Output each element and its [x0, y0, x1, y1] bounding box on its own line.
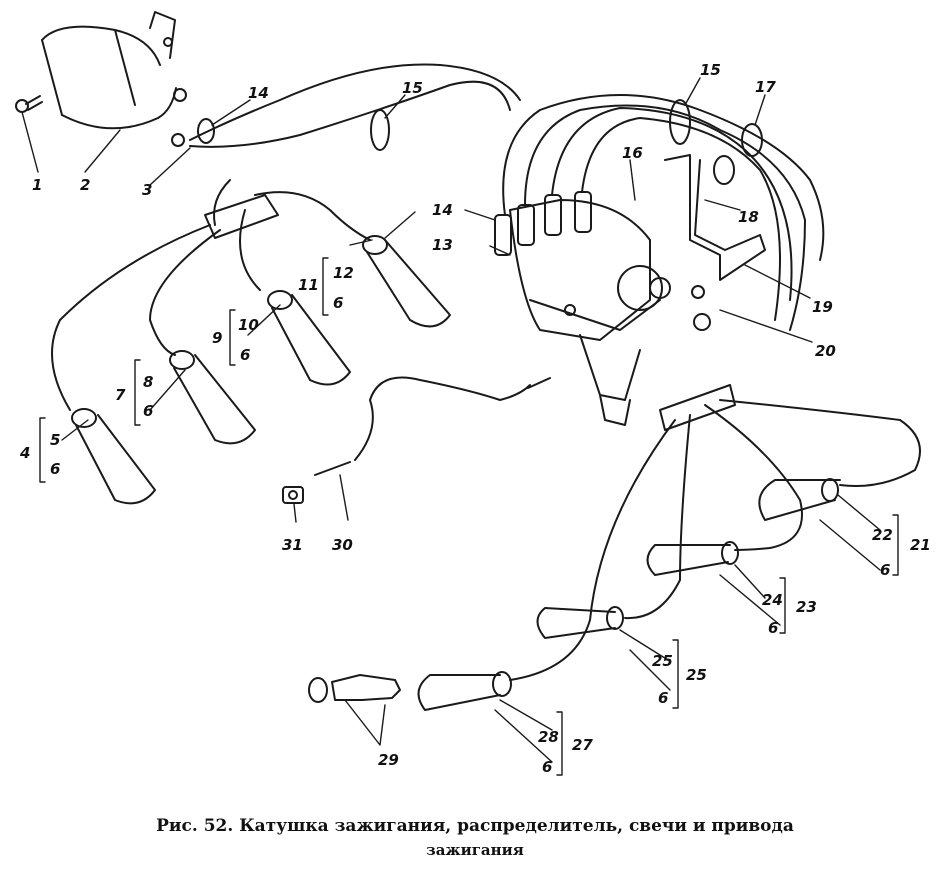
label-1: 1 [32, 176, 42, 194]
label-25-cap: 25 [652, 652, 673, 670]
label-6-cap5: 6 [50, 460, 60, 478]
harness-right-a [719, 399, 921, 487]
label-brackets [39, 257, 899, 776]
label-17: 17 [755, 78, 776, 96]
plug-cap-24 [646, 541, 739, 576]
label-6-cap28: 6 [542, 758, 552, 776]
label-6-cap10: 6 [240, 346, 250, 364]
part-labels: 1 2 3 14 15 15 17 16 18 14 13 19 20 11 1… [19, 61, 931, 776]
label-6-cap12: 6 [333, 294, 343, 312]
label-6-cap8: 6 [143, 402, 153, 420]
label-6-cap25: 6 [658, 689, 668, 707]
label-18: 18 [738, 208, 759, 226]
distributor-lead-c [551, 107, 793, 301]
distributor-lead-a [502, 94, 825, 261]
ignition-coil [41, 11, 187, 147]
harness-left-d [51, 224, 211, 411]
label-5: 5 [50, 431, 60, 449]
figure-caption-continued: зажигания [426, 841, 524, 859]
label-6-cap22: 6 [880, 561, 890, 579]
label-2: 2 [80, 176, 90, 194]
plug-cap-5 [71, 408, 156, 505]
label-28: 28 [538, 728, 559, 746]
harness-left-a [254, 191, 371, 241]
label-12: 12 [333, 264, 354, 282]
label-15-right: 15 [700, 61, 721, 79]
wire-clip-17b [713, 155, 735, 185]
label-31: 31 [282, 536, 303, 554]
wire-clip-15-right [669, 99, 691, 145]
label-14-dist: 14 [432, 201, 453, 219]
label-6-cap24: 6 [768, 619, 778, 637]
harness-left-e [213, 179, 231, 226]
harness-left-c [149, 229, 221, 356]
label-3: 3 [142, 181, 152, 199]
label-14-coil: 14 [248, 84, 269, 102]
wire-clip-14-coil [197, 118, 215, 144]
label-7: 7 [115, 386, 126, 404]
label-21: 21 [910, 536, 931, 554]
coil-high-tension-lead [189, 63, 521, 141]
harness-support-right [659, 384, 736, 431]
plug-cap-25 [536, 606, 624, 639]
plug-cap-12 [362, 235, 451, 328]
vacuum-line-end [314, 377, 551, 476]
harness-support-left [204, 194, 279, 239]
label-25-group: 25 [686, 666, 707, 684]
label-16: 16 [622, 144, 643, 162]
plug-cap-22 [758, 478, 841, 521]
figure-caption: Рис. 52. Катушка зажигания, распределите… [156, 816, 794, 836]
label-9: 9 [212, 329, 222, 347]
distributor-lead-d [581, 117, 781, 321]
label-13: 13 [432, 236, 453, 254]
label-22: 22 [872, 526, 893, 544]
label-20: 20 [815, 342, 836, 360]
label-23: 23 [796, 598, 817, 616]
label-19: 19 [812, 298, 833, 316]
distributor [494, 191, 711, 426]
plug-cap-10 [267, 290, 351, 386]
label-27: 27 [572, 736, 593, 754]
plug-cap-28 [417, 671, 512, 711]
label-30: 30 [332, 536, 353, 554]
label-11: 11 [298, 276, 319, 294]
spark-plug-29 [308, 674, 401, 703]
fitting-31 [282, 486, 304, 504]
label-15-left: 15 [402, 79, 423, 97]
plug-cap-8 [169, 350, 256, 445]
coil-high-tension-lead-2 [189, 80, 511, 148]
harness-right-d [509, 419, 676, 681]
harness-left-b [239, 209, 261, 291]
leader-lines [21, 77, 881, 763]
label-4: 4 [19, 444, 30, 462]
wire-clip-17 [741, 123, 763, 157]
screw-1 [15, 95, 43, 113]
bracket-19 [664, 154, 766, 281]
wire-clip-15-left [370, 109, 390, 151]
label-24: 24 [762, 591, 783, 609]
distributor-lead-b [524, 104, 806, 331]
label-8: 8 [143, 373, 153, 391]
label-10: 10 [238, 316, 259, 334]
vacuum-line-30 [354, 376, 531, 461]
label-29: 29 [378, 751, 399, 769]
harness-right-b [704, 404, 803, 551]
